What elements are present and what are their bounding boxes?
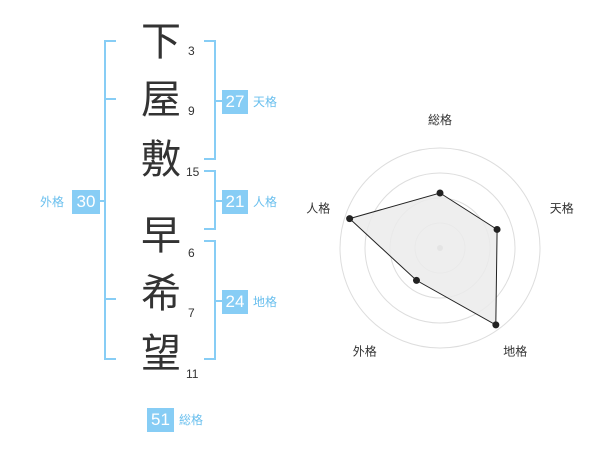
chikaku-connector bbox=[216, 300, 222, 302]
tenkaku-connector bbox=[216, 100, 222, 102]
chikaku-value: 24 bbox=[222, 290, 248, 314]
soukaku-label: 総格 bbox=[179, 413, 204, 427]
jinkaku-connector bbox=[216, 200, 222, 202]
surname-char-2: 屋 bbox=[141, 77, 181, 123]
radar-data-polygon bbox=[348, 192, 498, 326]
gaikaku-bracket-tick-2 bbox=[104, 298, 116, 300]
soukaku-value: 51 bbox=[147, 408, 174, 432]
stroke-count-2: 9 bbox=[188, 104, 195, 118]
radar-point-1 bbox=[436, 189, 444, 197]
radar-axis-label-3: 地格 bbox=[503, 344, 527, 359]
tenkaku-bracket bbox=[204, 40, 216, 160]
jinkaku-value: 21 bbox=[222, 190, 248, 214]
surname-char-3: 敷 bbox=[141, 137, 181, 183]
radar-axis-label-1: 総格 bbox=[428, 112, 452, 127]
stroke-count-3: 15 bbox=[186, 165, 200, 179]
surname-char-1: 下 bbox=[141, 19, 181, 65]
gaikaku-label: 外格 bbox=[40, 195, 65, 209]
tenkaku-value: 27 bbox=[222, 90, 248, 114]
jinkaku-bracket bbox=[204, 170, 216, 230]
given-char-2: 希 bbox=[141, 271, 181, 317]
stroke-count-6: 11 bbox=[186, 367, 199, 381]
jinkaku-label: 人格 bbox=[253, 195, 278, 209]
radar-point-3 bbox=[492, 321, 500, 329]
radar-axis-label-2: 天格 bbox=[550, 200, 574, 215]
chikaku-label: 地格 bbox=[253, 295, 278, 309]
stroke-count-4: 6 bbox=[188, 246, 195, 260]
given-char-3: 望 bbox=[141, 331, 181, 377]
chikaku-bracket bbox=[204, 240, 216, 360]
radar-point-4 bbox=[412, 276, 420, 284]
stroke-count-5: 7 bbox=[188, 306, 195, 320]
radar-axis-label-4: 外格 bbox=[353, 344, 377, 359]
gaikaku-bracket-tick-1 bbox=[104, 98, 116, 100]
tenkaku-label: 天格 bbox=[253, 95, 278, 109]
given-char-1: 早 bbox=[141, 213, 181, 259]
gaikaku-value: 30 bbox=[72, 190, 100, 214]
radar-point-2 bbox=[493, 225, 501, 233]
radar-point-5 bbox=[346, 215, 354, 223]
stroke-count-1: 3 bbox=[188, 44, 195, 58]
radar-points bbox=[346, 189, 501, 329]
radar-axis-label-5: 人格 bbox=[306, 200, 330, 215]
gaikaku-bracket bbox=[104, 40, 116, 360]
radar-ring bbox=[339, 147, 541, 349]
radar-ring bbox=[364, 172, 516, 324]
